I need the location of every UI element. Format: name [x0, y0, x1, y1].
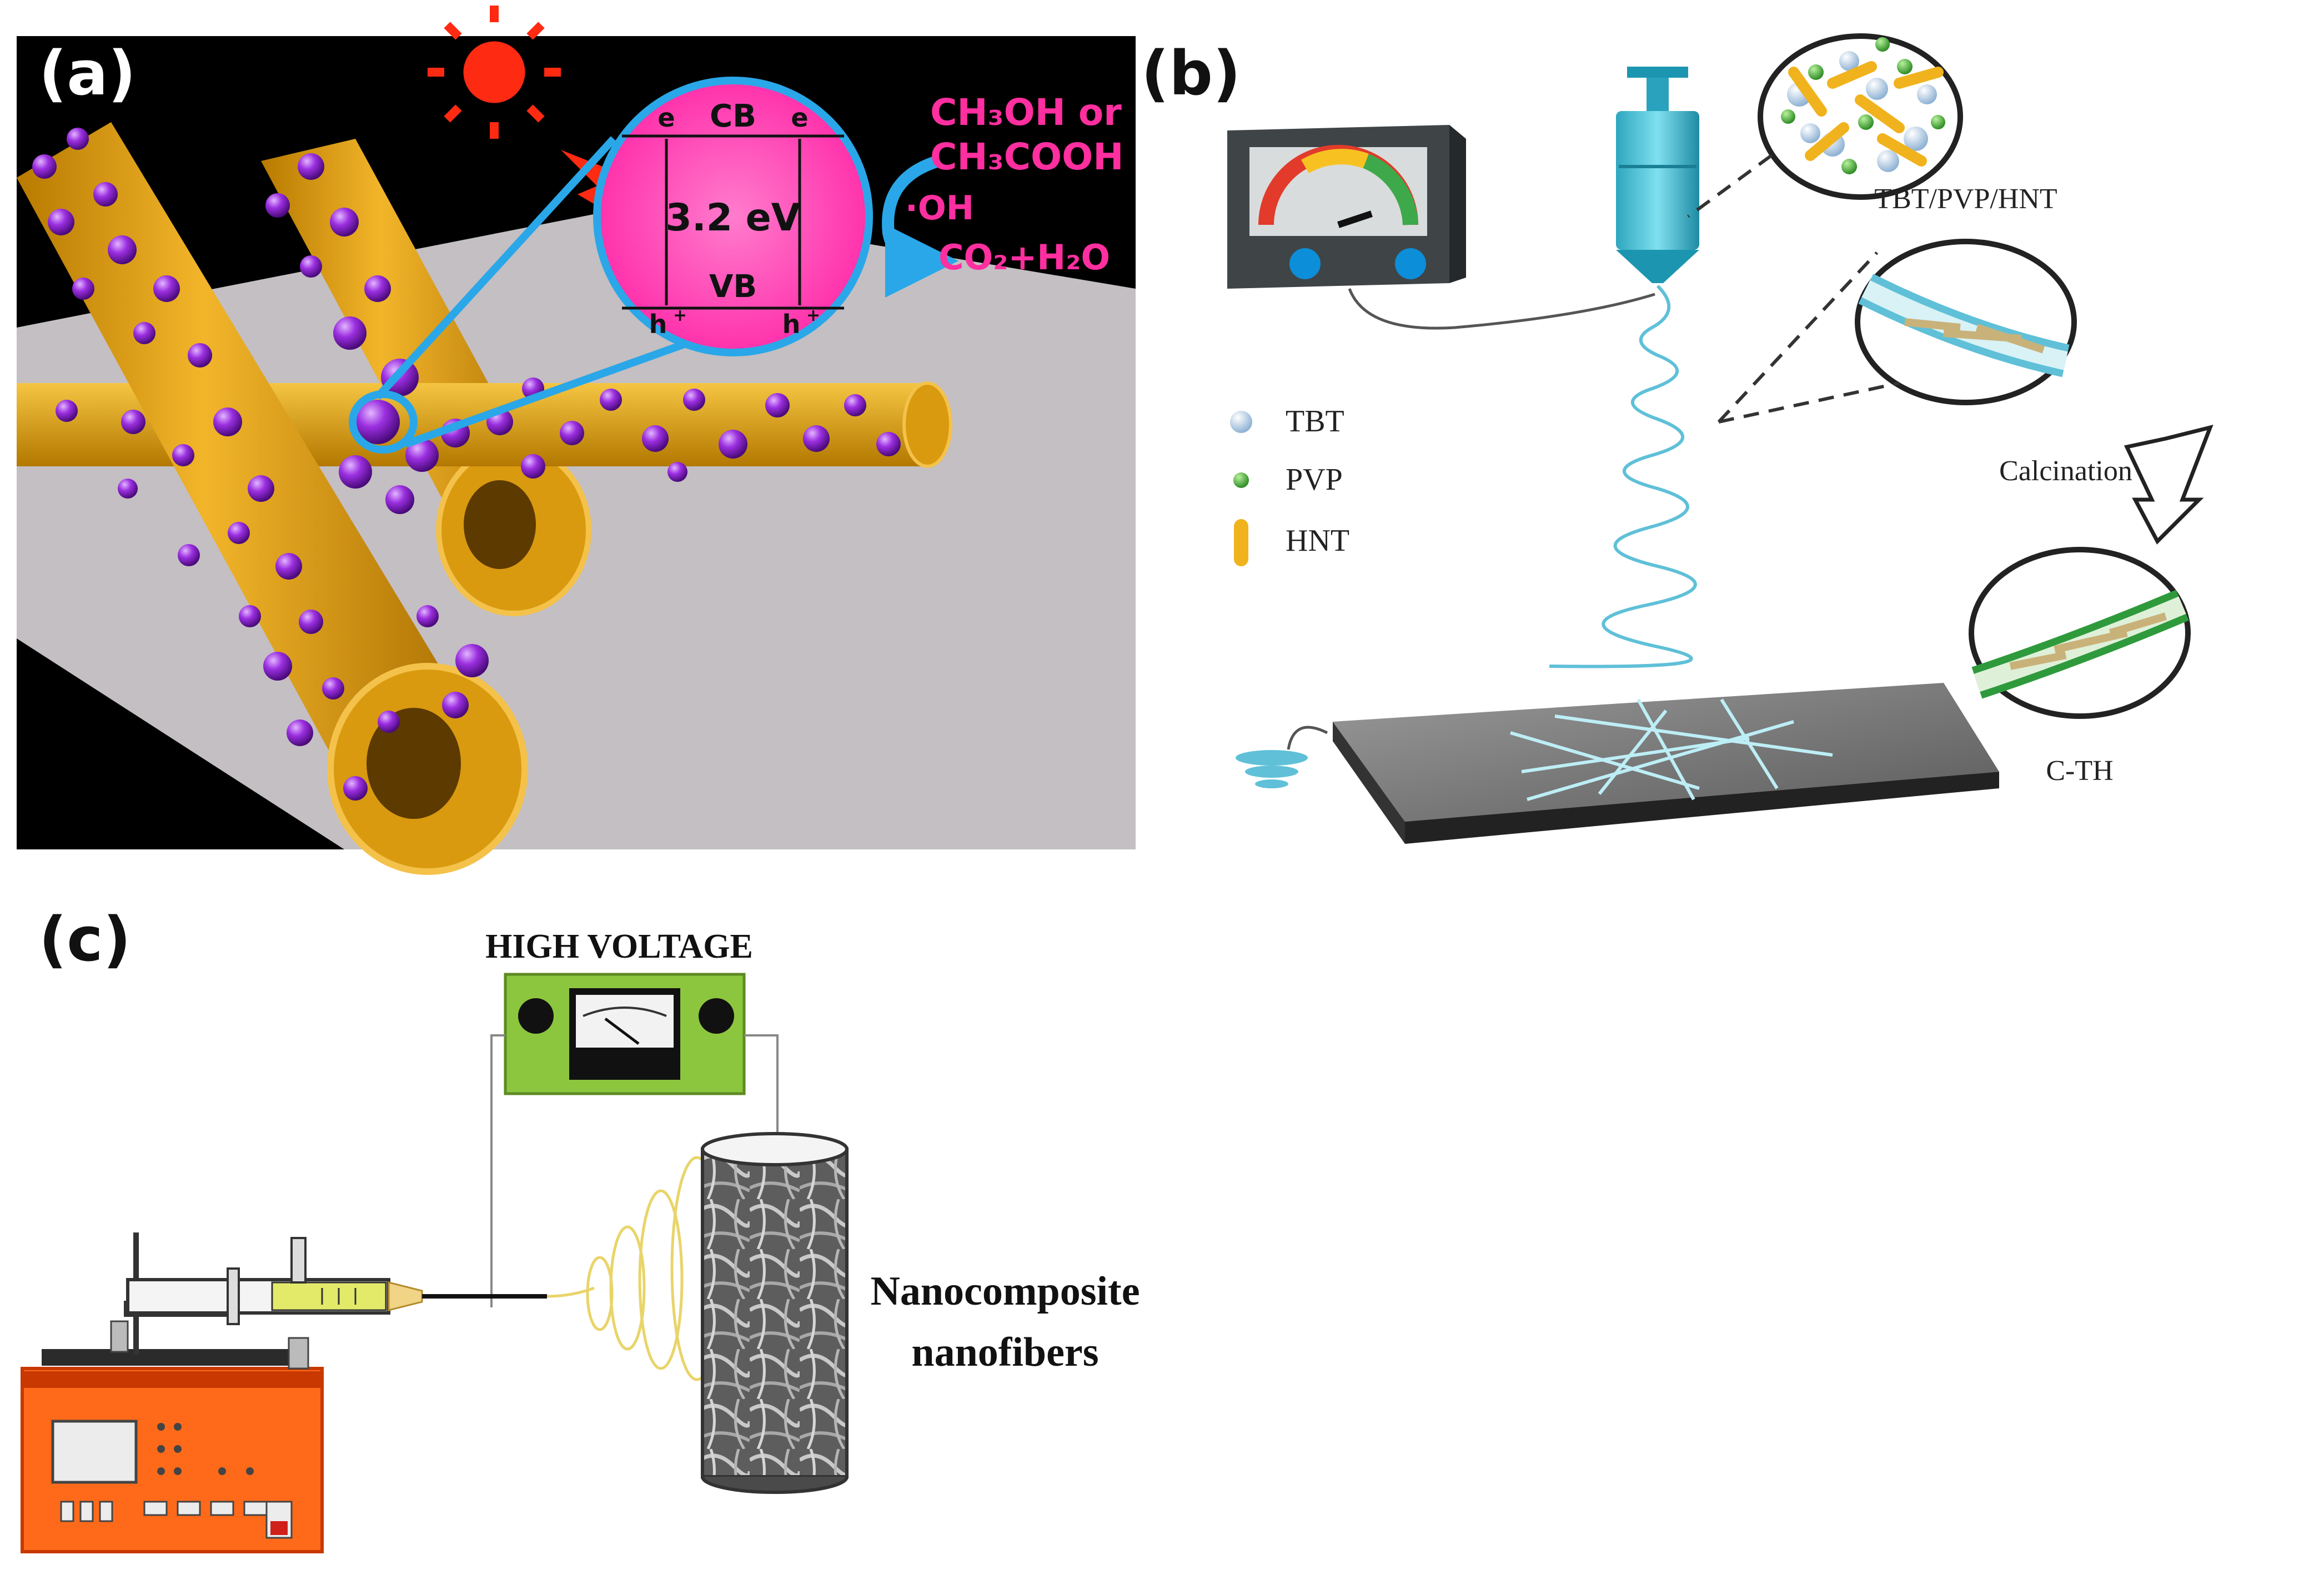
legend-label-tbt: TBT	[1286, 404, 1344, 439]
panel-c: (c) HIGH VOLTAGE	[21, 904, 1140, 1553]
legend-marker-pvp	[1233, 472, 1249, 488]
pollutant-label-line1: CH₃OH or	[930, 91, 1122, 134]
panel-b-label: (b)	[1141, 38, 1241, 109]
hv-knob-left	[518, 998, 554, 1034]
calcination-arrow-icon	[2124, 424, 2213, 545]
panel-a: CB e e 3.2 eV VB h + h + CH₃OH or CH₃COO…	[17, 6, 1136, 875]
fiber-precursor-label: TBT/PVP/HNT	[1874, 183, 2057, 215]
products-label: CO₂+H₂O	[938, 237, 1110, 278]
legend-marker-hnt	[1234, 519, 1248, 566]
pollutant-label-line2: CH₃COOH	[930, 135, 1123, 178]
panel-b: (b)	[1141, 33, 2213, 844]
fiber-product-inset	[1969, 547, 2191, 719]
legend-b: TBT PVP HNT	[1230, 404, 1349, 566]
band-cb-label: CB	[710, 98, 756, 134]
hv-wires	[490, 1034, 779, 1307]
legend-label-pvp: PVP	[1286, 462, 1343, 497]
panel-c-label: (c)	[39, 904, 131, 975]
calcination-label: Calcination	[1999, 455, 2132, 487]
ground-icon	[1236, 750, 1308, 788]
nanoparticles	[32, 128, 901, 801]
collector-plate-b	[1333, 683, 1999, 844]
supply-knob-left	[1289, 248, 1321, 279]
electron-label-right: e	[791, 103, 808, 133]
syringe-c-icon	[124, 1232, 547, 1355]
radical-label: ·OH	[905, 189, 974, 228]
electrospinning-jet	[1549, 284, 1697, 668]
spiral-jet-c	[546, 1156, 724, 1381]
solution-inset	[1687, 33, 1963, 218]
sun-icon	[428, 6, 561, 139]
legend-label-hnt: HNT	[1286, 524, 1349, 558]
hole-label-right: h	[782, 309, 801, 339]
band-vb-label: VB	[709, 269, 757, 305]
collector-label-line2: nanofibers	[911, 1330, 1098, 1375]
panel-a-label: (a)	[39, 38, 136, 109]
high-voltage-supply	[504, 973, 746, 1095]
zoom-connector	[349, 136, 701, 454]
power-supply-b	[1227, 125, 1466, 289]
supply-knob-right	[1395, 248, 1426, 279]
syringe-pump	[21, 1320, 324, 1553]
legend-marker-tbt	[1230, 411, 1252, 433]
hole-sup-right: +	[806, 306, 820, 325]
fiber-precursor-inset	[1717, 239, 2077, 424]
collector-label-line1: Nanocomposite	[870, 1269, 1140, 1314]
band-gap-label: 3.2 eV	[666, 196, 801, 240]
band-diagram	[593, 77, 873, 356]
syringe-b-icon	[1616, 67, 1699, 283]
high-voltage-label: HIGH VOLTAGE	[485, 928, 753, 965]
supply-wire-b	[1348, 288, 1655, 330]
reaction-arrow-icon	[882, 155, 958, 298]
ground-wire-b	[1287, 726, 1328, 750]
collector-cylinder	[701, 1132, 849, 1494]
hv-knob-right	[699, 998, 734, 1034]
electron-label-left: e	[657, 103, 675, 133]
fiber-product-label: C-TH	[2046, 755, 2113, 787]
hole-sup-left: +	[673, 306, 687, 325]
hole-label-left: h	[649, 309, 667, 339]
